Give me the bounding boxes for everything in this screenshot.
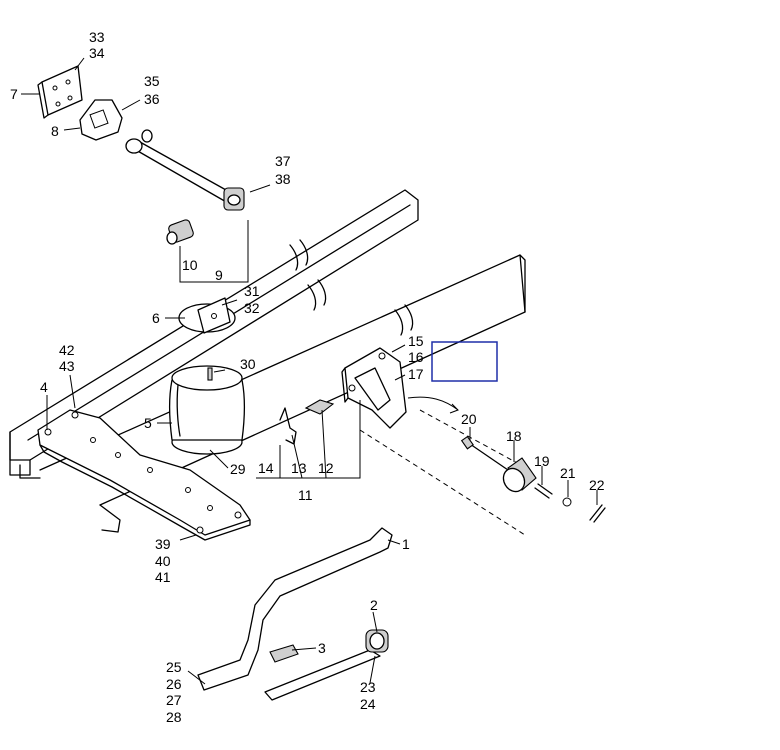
callout-32: 32 <box>244 300 260 316</box>
callout-29: 29 <box>230 461 246 477</box>
clip <box>279 407 297 445</box>
callout-26: 26 <box>166 676 182 692</box>
callout-3: 3 <box>318 640 326 656</box>
callout-25: 25 <box>166 659 182 675</box>
callout-24: 24 <box>360 696 376 712</box>
bushing-mount <box>79 99 123 141</box>
callout-9: 9 <box>215 267 223 283</box>
callout-27: 27 <box>166 692 182 708</box>
callout-36: 36 <box>144 91 160 107</box>
callout-4: 4 <box>40 379 48 395</box>
callout-37: 37 <box>275 153 291 169</box>
pin <box>534 483 553 499</box>
callout-7: 7 <box>10 86 18 102</box>
callout-41: 41 <box>155 569 171 585</box>
highlight-box[interactable] <box>431 341 498 382</box>
callout-5: 5 <box>144 415 152 431</box>
callout-labels: 33 34 7 35 36 8 37 38 10 9 31 32 6 42 43… <box>10 29 605 725</box>
cotter-pin <box>589 504 606 523</box>
callout-11: 11 <box>298 487 313 503</box>
spring-seat <box>178 297 236 334</box>
callout-15: 15 <box>408 333 424 349</box>
callout-16: 16 <box>408 349 424 365</box>
leaf-spring <box>197 527 393 691</box>
callout-19: 19 <box>534 453 550 469</box>
leader-lines <box>21 57 598 685</box>
callout-6: 6 <box>152 310 160 326</box>
shim-plate <box>269 644 299 663</box>
callout-34: 34 <box>89 45 105 61</box>
callout-38: 38 <box>275 171 291 187</box>
air-spring <box>169 365 245 455</box>
callout-40: 40 <box>155 553 171 569</box>
callout-12: 12 <box>318 460 334 476</box>
callout-35: 35 <box>144 73 160 89</box>
callout-21: 21 <box>560 465 576 481</box>
callout-20: 20 <box>461 411 477 427</box>
callout-31: 31 <box>244 283 260 299</box>
callout-23: 23 <box>360 679 376 695</box>
callout-17: 17 <box>408 366 424 382</box>
callout-13: 13 <box>291 460 307 476</box>
callout-43: 43 <box>59 358 75 374</box>
callout-2: 2 <box>370 597 378 613</box>
callout-10: 10 <box>182 257 198 273</box>
bushing-bolt <box>460 435 509 471</box>
chassis-frame <box>9 189 526 533</box>
callout-22: 22 <box>589 477 605 493</box>
upper-bracket <box>37 65 83 119</box>
callout-18: 18 <box>506 428 522 444</box>
callout-14: 14 <box>258 460 274 476</box>
callout-8: 8 <box>51 123 59 139</box>
washer <box>562 497 572 507</box>
callout-42: 42 <box>59 342 75 358</box>
callout-39: 39 <box>155 536 171 552</box>
lower-arm <box>264 629 389 701</box>
wear-pad <box>304 399 335 415</box>
rubber-bushing <box>502 457 537 493</box>
callout-33: 33 <box>89 29 105 45</box>
callout-30: 30 <box>240 356 256 372</box>
rod-bushing <box>166 219 194 245</box>
spring-bracket <box>341 347 407 429</box>
reaction-rod <box>125 129 245 211</box>
crossmember-plate <box>37 409 251 541</box>
callout-1: 1 <box>402 536 410 552</box>
callout-28: 28 <box>166 709 182 725</box>
